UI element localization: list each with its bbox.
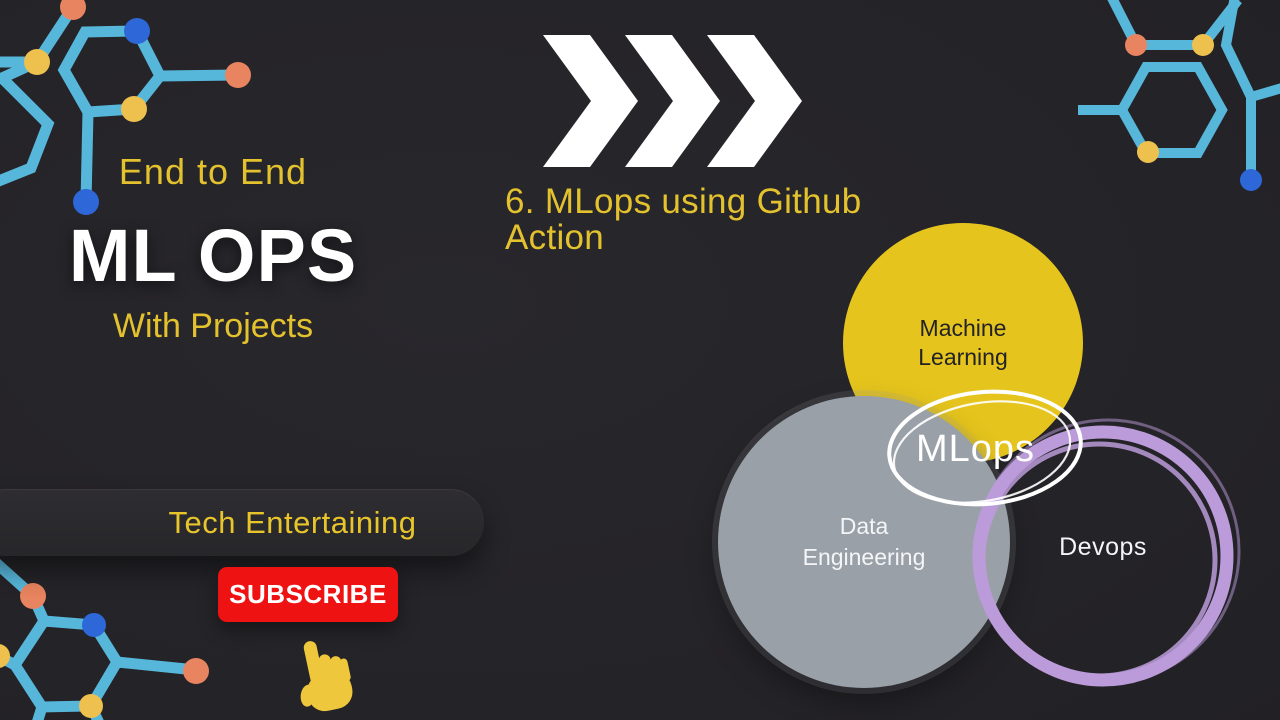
molecule-node-blue bbox=[82, 613, 106, 637]
molecule-node-yellow bbox=[1137, 141, 1159, 163]
series-title: ML OPS bbox=[68, 214, 358, 297]
molecule-node-blue bbox=[1240, 169, 1262, 191]
molecule-node-yellow bbox=[1192, 34, 1214, 56]
subscribe-button[interactable]: SUBSCRIBE bbox=[218, 567, 398, 622]
channel-name: Tech Entertaining bbox=[168, 505, 417, 540]
molecule-node-yellow bbox=[24, 49, 50, 75]
molecule-decoration-top-right bbox=[1078, 0, 1280, 191]
mlops-intersection-label: MLops bbox=[915, 428, 1036, 470]
molecule-decoration-bottom-left bbox=[0, 558, 209, 720]
molecule-node-yellow bbox=[79, 694, 103, 718]
episode-title: 6. MLops using Github Action bbox=[505, 182, 862, 257]
molecule-node-orange bbox=[225, 62, 251, 88]
venn-intersection-ellipse bbox=[887, 389, 1083, 507]
series-subtitle: With Projects bbox=[112, 307, 314, 345]
venn-ring-devops bbox=[972, 418, 1241, 687]
molecule-node-orange bbox=[183, 658, 209, 684]
machine-learning-label: Machine Learning bbox=[918, 315, 1008, 370]
channel-name-pill bbox=[0, 489, 484, 556]
series-kicker: End to End bbox=[118, 151, 308, 192]
molecule-node-orange bbox=[60, 0, 86, 20]
series-title-block: End to End ML OPS With Projects bbox=[13, 150, 413, 346]
data-engineering-label: Data Engineering bbox=[802, 513, 926, 570]
triple-chevron-right-icon bbox=[543, 35, 802, 167]
molecule-node-orange bbox=[1125, 34, 1147, 56]
molecule-node-yellow bbox=[0, 644, 10, 668]
molecule-node-orange bbox=[20, 583, 46, 609]
molecule-node-yellow bbox=[121, 96, 147, 122]
molecule-node-blue bbox=[73, 189, 99, 215]
devops-label: Devops bbox=[1059, 533, 1147, 561]
molecule-decoration-top-left bbox=[0, 0, 251, 215]
hand-pointer-icon bbox=[300, 641, 353, 712]
venn-circle-data-engineering: Data Engineering bbox=[718, 396, 1010, 688]
molecule-node-blue bbox=[124, 18, 150, 44]
